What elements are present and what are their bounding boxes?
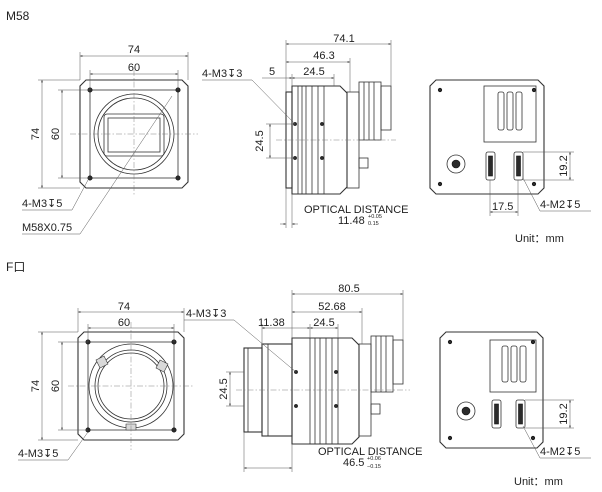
m58-front-mount-label: M58X0.75 xyxy=(22,222,72,234)
m58-unit-label: Unit：mm xyxy=(515,233,564,245)
f-optical-tol-minus: −0.15 xyxy=(367,464,381,470)
m58-front-width-dim: 74 xyxy=(128,44,140,56)
m58-side-hole-leader xyxy=(202,79,296,125)
m58-front-mount-leader xyxy=(22,95,173,235)
m58-back-second-port xyxy=(513,151,524,181)
m58-back-hole-leader xyxy=(522,177,591,212)
f-back-second-port xyxy=(515,399,526,429)
f-front-width-dim: 74 xyxy=(118,301,130,313)
m58-side-flange-dim: 5 xyxy=(269,66,275,78)
m58-back-view: 19.2 17.5 4-M2↧5 Unit：mm xyxy=(429,79,591,245)
m58-side-fan-block xyxy=(358,81,382,141)
f-side-body xyxy=(291,337,360,445)
f-back-view: 19.2 4-M2↧5 Unit：mm xyxy=(439,331,591,488)
f-side-flange-dim: 11.38 xyxy=(258,317,285,329)
f-back-usb-port xyxy=(491,399,502,429)
m58-optical-value: 11.48 xyxy=(338,215,365,227)
m58-side-body-dim: 46.3 xyxy=(313,50,334,62)
m58-back-hole-label: 4-M2↧5 xyxy=(540,199,580,211)
f-back-body xyxy=(439,331,544,449)
m58-side-view: 74.1 46.3 24.5 5 24.5 4-M3↧3 xyxy=(202,33,409,228)
m58-side-length-dim: 74.1 xyxy=(333,33,354,45)
m58-front-hole-br xyxy=(175,175,181,181)
f-back-gpio-connector xyxy=(456,401,476,421)
section-m58: M58 74 60 xyxy=(6,9,591,245)
f-front-body xyxy=(77,331,185,441)
f-unit-label: Unit：mm xyxy=(514,476,563,488)
section-f: F口 74 60 xyxy=(6,260,591,488)
f-optical-label: OPTICAL DISTANCE xyxy=(318,446,423,458)
f-side-hole-leader xyxy=(184,319,297,373)
f-front-hole-leader xyxy=(18,431,89,461)
f-front-inner-height-dim: 60 xyxy=(50,380,62,392)
f-back-hole-label: 4-M2↧5 xyxy=(540,446,580,458)
m58-optical-label: OPTICAL DISTANCE xyxy=(304,204,409,216)
m58-side-hole-label: 4-M3↧3 xyxy=(202,68,242,80)
m58-side-connector xyxy=(358,157,369,169)
f-side-hole-label: 4-M3↧3 xyxy=(186,308,226,320)
section-title-f: F口 xyxy=(6,260,25,274)
m58-back-width-dim: 17.5 xyxy=(492,201,513,213)
m58-front-sensor xyxy=(107,117,161,153)
f-side-view: 80.5 52.68 24.5 11.38 24.5 4-M3↧3 xyxy=(184,283,423,472)
m58-back-gpio-connector xyxy=(446,154,466,174)
m58-side-block-dim: 24.5 xyxy=(303,66,324,78)
m58-side-fan-cap xyxy=(380,85,392,131)
m58-back-body xyxy=(429,79,545,195)
f-side-height-dim: 24.5 xyxy=(218,378,230,399)
f-front-view: 74 60 74 60 4-M3↧5 xyxy=(18,301,194,461)
m58-front-inner-width-dim: 60 xyxy=(128,62,140,74)
f-front-height-dim: 74 xyxy=(30,380,42,392)
f-back-height-dim: 19.2 xyxy=(558,403,570,424)
f-side-fan-cap xyxy=(392,339,404,385)
f-side-connector xyxy=(370,403,381,415)
m58-front-view: 74 60 74 60 4-M3↧5 M58X0.75 xyxy=(22,44,198,235)
m58-back-fan-plate xyxy=(483,85,537,143)
f-side-length-dim: 80.5 xyxy=(338,283,359,295)
f-side-fan-block xyxy=(370,335,394,393)
m58-back-usb-port xyxy=(485,151,496,181)
m58-front-height-dim: 74 xyxy=(30,128,42,140)
f-optical-tol-plus: +0.06 xyxy=(367,456,381,462)
f-side-block-dim: 24.5 xyxy=(313,317,334,329)
f-back-hole-leader xyxy=(522,425,591,459)
m58-front-body xyxy=(79,79,189,189)
m58-front-hole-label: 4-M3↧5 xyxy=(22,198,62,210)
m58-front-inner-height-dim: 60 xyxy=(50,128,62,140)
m58-optical-tol-plus: +0.05 xyxy=(368,214,382,220)
f-optical-value: 46.5 xyxy=(343,457,364,469)
f-front-hole-label: 4-M3↧5 xyxy=(18,448,58,460)
m58-front-hole-leader xyxy=(22,179,89,211)
m58-side-height-dim: 24.5 xyxy=(254,130,266,151)
f-front-inner-width-dim: 60 xyxy=(118,317,130,329)
section-title-m58: M58 xyxy=(6,9,30,23)
m58-back-height-dim: 19.2 xyxy=(558,155,570,176)
f-back-fan-plate xyxy=(489,339,537,393)
f-side-body-dim: 52.68 xyxy=(318,301,346,313)
m58-optical-tol-minus: 0.15 xyxy=(368,221,379,227)
